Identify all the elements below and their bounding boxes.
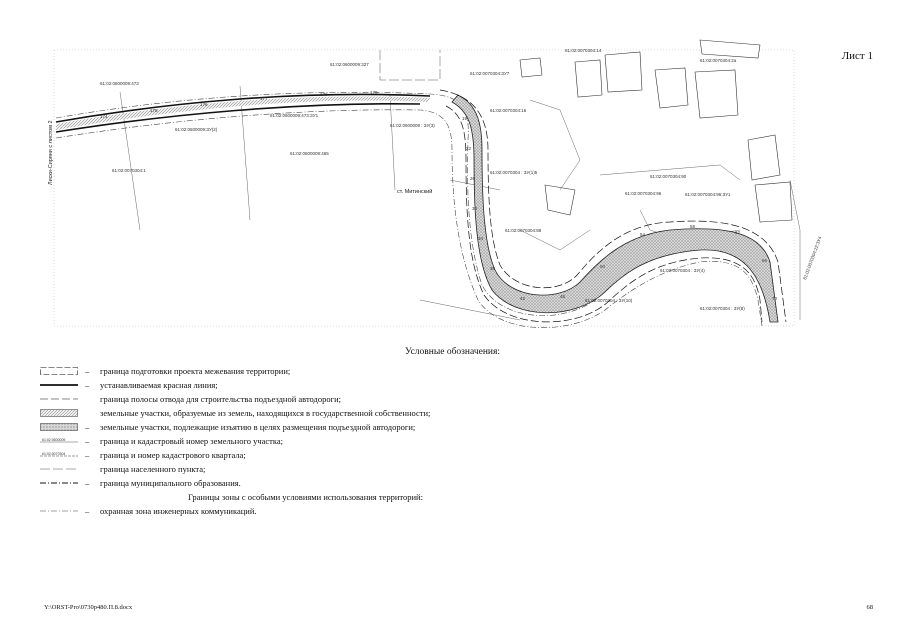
svg-text:178: 178 <box>320 92 328 97</box>
svg-text:61:02:0070304:1: 61:02:0070304:1 <box>112 168 146 173</box>
legend-item: граница населенного пункта; <box>40 462 600 476</box>
svg-text:175: 175 <box>150 108 158 113</box>
svg-text:54: 54 <box>640 232 646 237</box>
protection-zone-lines <box>55 91 779 328</box>
legend-symbol-quarter: 61:02:0070304 <box>40 452 78 457</box>
settlement-boundary <box>379 50 441 81</box>
svg-text:70: 70 <box>772 296 778 301</box>
road-strip-west <box>56 96 430 130</box>
legend-symbol-seized-land <box>40 423 78 431</box>
side-label: Лиски-Сиряни с листом 2 <box>48 120 54 185</box>
svg-text:22: 22 <box>466 146 472 151</box>
svg-text:61:02:0070304 : ЗУ(10): 61:02:0070304 : ЗУ(10) <box>585 298 633 303</box>
legend-item: – граница муниципального образования. <box>40 476 600 490</box>
svg-text:61:02:0070304 : ЗУ(8): 61:02:0070304 : ЗУ(8) <box>700 306 745 311</box>
svg-text:30: 30 <box>472 206 478 211</box>
legend-item: – охранная зона инженерных коммуникаций. <box>40 504 600 518</box>
legend-symbol-settlement <box>40 468 78 470</box>
footer-file-path: Y:\ORST-Pro\0730p480.П.8.docx <box>44 604 133 611</box>
red-line <box>55 93 431 133</box>
svg-text:61:02:0070304:16: 61:02:0070304:16 <box>490 108 527 113</box>
svg-text:61:02:0070304: 61:02:0070304 <box>42 452 65 456</box>
svg-text:61:02:0070304:ЗУ7: 61:02:0070304:ЗУ7 <box>470 71 510 76</box>
svg-text:19: 19 <box>462 116 468 121</box>
legend-item: – земельные участки, подлежащие изъятию … <box>40 420 600 434</box>
road-corridor <box>451 94 779 323</box>
legend-symbol-red-line <box>40 384 78 386</box>
svg-text:61:02:0600009:465: 61:02:0600009:465 <box>290 151 329 156</box>
svg-text:61:02:0070304 : ЗУ(4): 61:02:0070304 : ЗУ(4) <box>660 268 705 273</box>
svg-text:61:02:0070304:96: 61:02:0070304:96 <box>625 191 662 196</box>
svg-text:61:02:0070304:88: 61:02:0070304:88 <box>505 228 542 233</box>
sheet-number: Лист 1 <box>841 50 873 62</box>
point-numbers: 174 175 176 177 178 179 19 22 26 30 34 38 42 46… <box>100 90 778 301</box>
svg-text:61:02:0600009:327: 61:02:0600009:327 <box>330 62 369 67</box>
legend-item: – граница подготовки проекта межевания т… <box>40 364 600 378</box>
legend-item: граница полосы отвода для строительства … <box>40 392 600 406</box>
svg-text:176: 176 <box>200 102 208 107</box>
legend-symbol-protection-zone <box>40 510 78 512</box>
svg-text:61:02:0070304:2а: 61:02:0070304:2а <box>700 58 737 63</box>
svg-text:61:02:0600009:473:ЗУ1: 61:02:0600009:473:ЗУ1 <box>270 113 319 118</box>
legend-item: – устанавливаемая красная линия; <box>40 378 600 392</box>
svg-text:34: 34 <box>478 236 484 241</box>
legend-symbol-state-land <box>40 409 78 417</box>
legend-subtitle: Границы зоны с особыми условиями использ… <box>188 492 423 502</box>
svg-text:38: 38 <box>490 266 496 271</box>
svg-text:58: 58 <box>690 224 696 229</box>
svg-text:177: 177 <box>260 96 268 101</box>
svg-text:61:02:0070304:90: 61:02:0070304:90 <box>650 174 687 179</box>
svg-text:62: 62 <box>735 230 741 235</box>
page-number: 68 <box>866 604 874 611</box>
svg-text:174: 174 <box>100 114 108 119</box>
legend-title: Условные обозначения: <box>404 347 500 357</box>
buildings <box>519 39 793 223</box>
svg-text:66: 66 <box>762 258 768 263</box>
legend-symbol-municipal <box>40 482 78 484</box>
legend-symbol-cadastral: 61:02:0600009 <box>40 438 78 443</box>
svg-text:61:02:0600009 : ЗУ(3): 61:02:0600009 : ЗУ(3) <box>390 123 435 128</box>
legend: – граница подготовки проекта межевания т… <box>40 364 600 518</box>
legend-item: земельные участки, образуемые из земель,… <box>40 406 600 420</box>
legend-symbol-survey-boundary <box>40 367 78 375</box>
settlement-label: ст. Митинский <box>397 188 432 195</box>
legend-item: 61:02:0070304 – граница и номер кадастро… <box>40 450 246 460</box>
svg-text:61:02:0600009:ЗУ(2): 61:02:0600009:ЗУ(2) <box>175 127 218 132</box>
allotment-boundary <box>439 89 787 323</box>
svg-text:61:02:0070304:22:ЗУ4: 61:02:0070304:22:ЗУ4 <box>802 235 822 280</box>
cadastral-map: Лиски-Сиряни с листом 2 <box>48 39 823 328</box>
svg-text:61:02:0070304:14: 61:02:0070304:14 <box>565 48 602 53</box>
svg-text:179: 179 <box>370 90 378 95</box>
svg-text:61:02:0070304:96:ЗУ1: 61:02:0070304:96:ЗУ1 <box>685 192 731 197</box>
legend-symbol-allotment <box>40 398 78 400</box>
svg-text:61:02:0070304 : ЗУ(1)5: 61:02:0070304 : ЗУ(1)5 <box>490 170 538 175</box>
svg-text:26: 26 <box>470 176 476 181</box>
svg-text:42: 42 <box>520 296 526 301</box>
parcel-boundaries <box>119 85 801 321</box>
svg-text:61:02:0600009:473: 61:02:0600009:473 <box>100 81 139 86</box>
svg-text:61:02:0600009: 61:02:0600009 <box>42 438 65 442</box>
map-frame <box>53 49 795 327</box>
svg-text:50: 50 <box>600 264 606 269</box>
svg-text:46: 46 <box>560 294 566 299</box>
legend-item: 61:02:0600009 – граница и кадастровый но… <box>40 436 284 446</box>
